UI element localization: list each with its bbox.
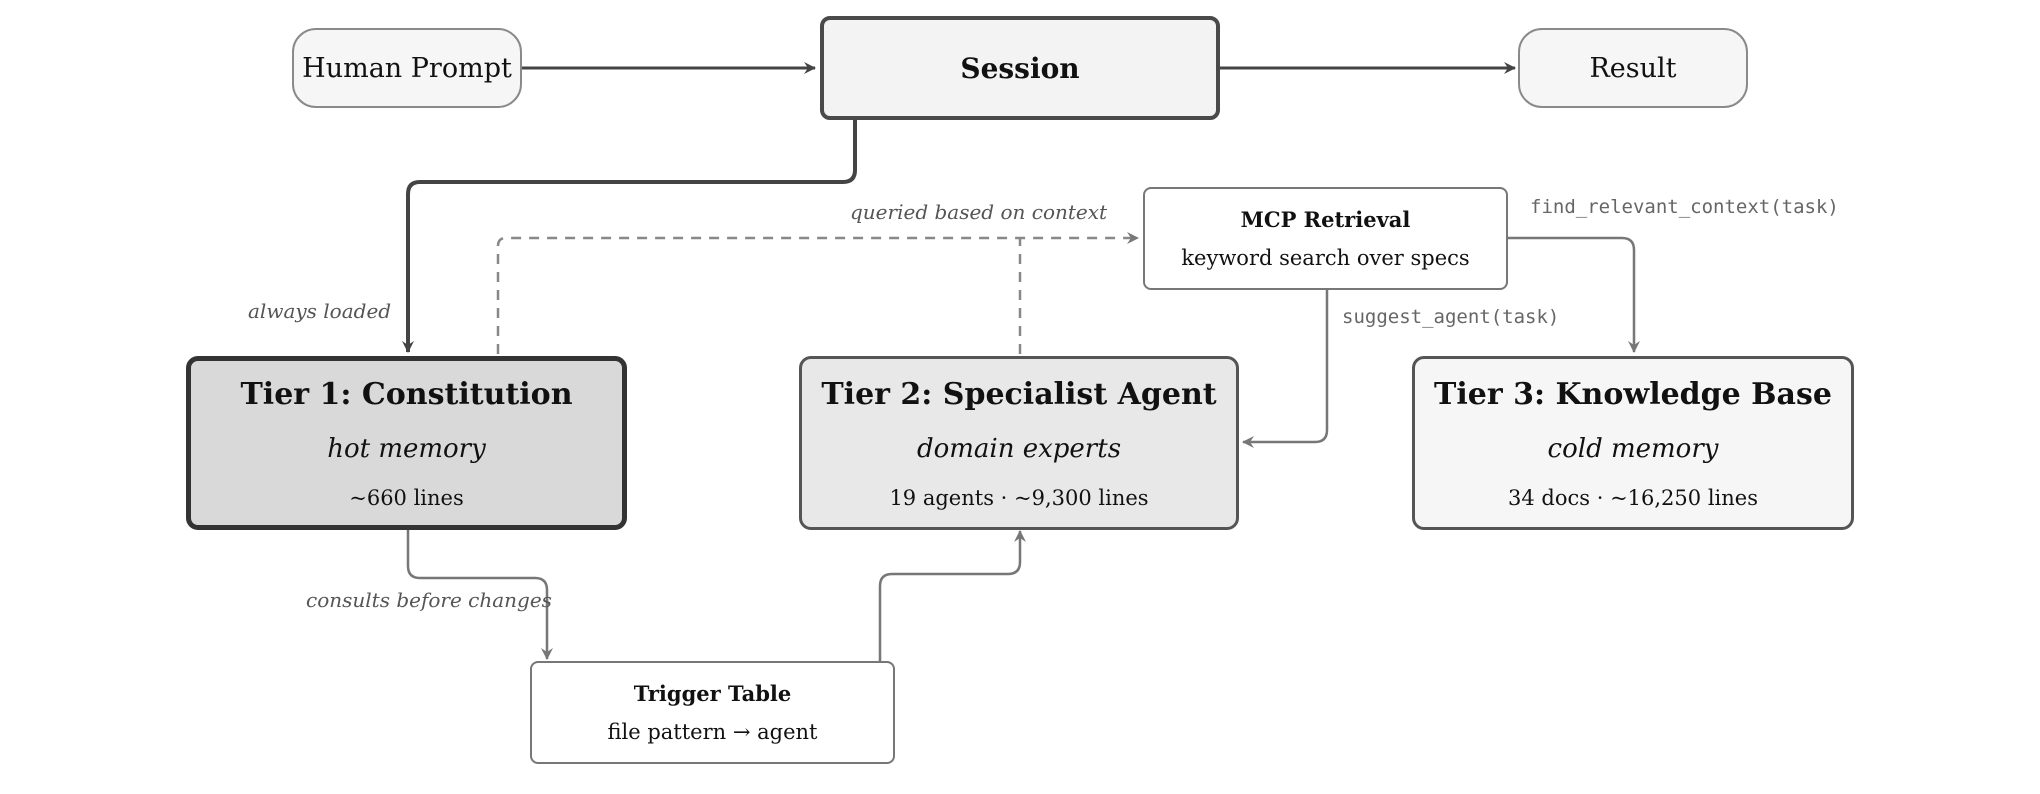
human-prompt-node: Human Prompt <box>292 28 522 108</box>
label-always-loaded: always loaded <box>248 299 392 323</box>
session-node: Session <box>820 16 1220 120</box>
label-find-relevant-context: find_relevant_context(task) <box>1530 196 1839 218</box>
tier2-specialist-node: Tier 2: Specialist Agent domain experts … <box>799 356 1239 530</box>
tier2-stat: 19 agents · ~9,300 lines <box>889 485 1149 510</box>
result-label: Result <box>1589 52 1677 84</box>
trigger-title: Trigger Table <box>633 681 792 706</box>
tier3-title: Tier 3: Knowledge Base <box>1434 376 1832 412</box>
dashed-tier1-to-mcp <box>496 232 1139 354</box>
trigger-subtitle: file pattern → agent <box>607 720 818 744</box>
tier1-stat: ~660 lines <box>349 485 464 510</box>
label-consults-before-changes: consults before changes <box>306 588 552 612</box>
human-prompt-label: Human Prompt <box>302 52 512 84</box>
trigger-table-node: Trigger Table file pattern → agent <box>530 661 895 764</box>
label-suggest-agent: suggest_agent(task) <box>1342 306 1560 328</box>
arrow-session-to-tier1 <box>402 120 857 353</box>
tier1-title: Tier 1: Constitution <box>240 376 573 412</box>
tier2-title: Tier 2: Specialist Agent <box>821 376 1217 412</box>
arrow-mcp-to-tier3 <box>1507 236 1640 353</box>
label-queried-based-on-context: queried based on context <box>850 200 1108 224</box>
mcp-retrieval-node: MCP Retrieval keyword search over specs <box>1143 187 1508 290</box>
tier3-knowledge-node: Tier 3: Knowledge Base cold memory 34 do… <box>1412 356 1854 530</box>
tier2-subtitle: domain experts <box>916 433 1122 464</box>
tier1-constitution-node: Tier 1: Constitution hot memory ~660 lin… <box>186 356 627 530</box>
session-label: Session <box>960 51 1080 85</box>
tier1-subtitle: hot memory <box>327 433 486 464</box>
mcp-title: MCP Retrieval <box>1240 207 1411 232</box>
arrow-tier1-to-trigger <box>406 530 553 660</box>
arrow-mcp-to-tier2 <box>1242 290 1329 448</box>
result-node: Result <box>1518 28 1748 108</box>
mcp-subtitle: keyword search over specs <box>1181 246 1470 270</box>
tier3-stat: 34 docs · ~16,250 lines <box>1508 485 1758 510</box>
arrow-trigger-to-tier2 <box>878 530 1026 661</box>
tier3-subtitle: cold memory <box>1547 433 1719 464</box>
